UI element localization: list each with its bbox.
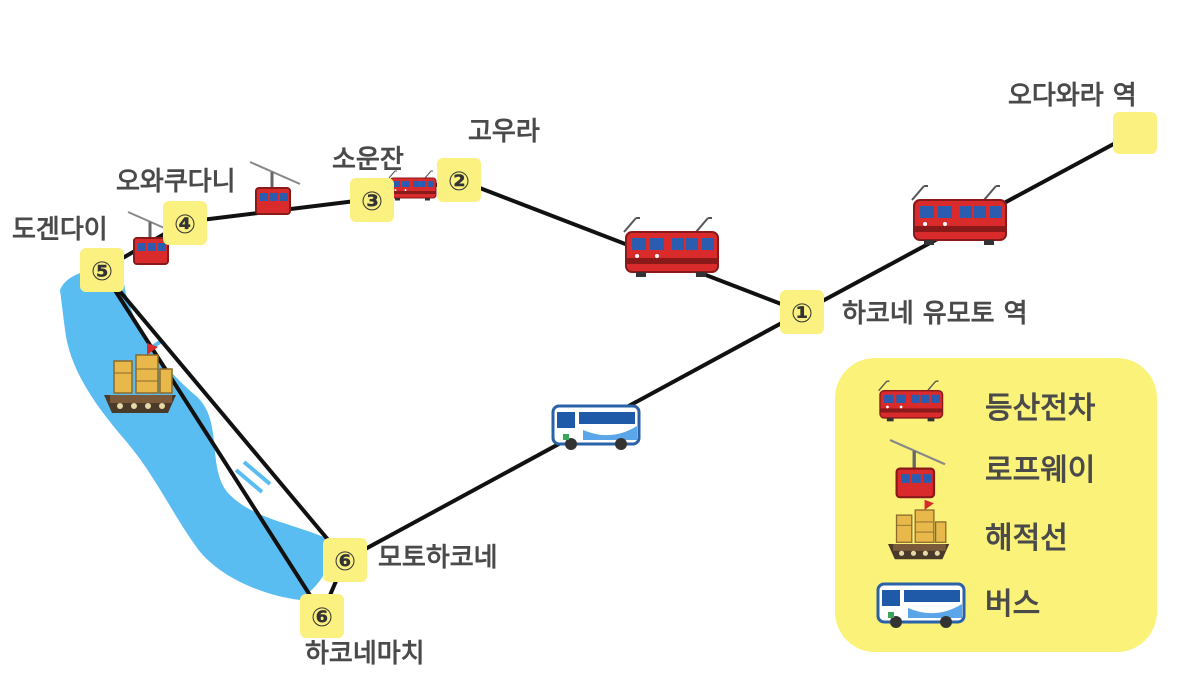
bus-icon [876,582,966,630]
station-togendai: ⑤ 도겐다이 [12,215,124,292]
station-number: ⑥ [311,603,333,633]
station-hakonemachi: ⑥ 하코네마치 [300,594,425,669]
legend-label: 등산전차 [985,391,1096,426]
lake-ashi [60,270,331,600]
station-owakudani: ④ 오와쿠다니 [116,167,236,245]
station-label: 모토하코네 [378,543,498,573]
route-togendai-hakonemachi [100,268,324,616]
station-number: ⑤ [91,257,113,287]
station-number: ① [791,299,813,329]
station-motohakone: ⑥ 모토하코네 [323,538,498,582]
mountain-train-icon [623,217,719,278]
station-label: 소운잔 [332,145,404,175]
station-sounzan: ③ 소운잔 [332,145,404,222]
station-marker [300,594,344,638]
station-marker [350,178,394,222]
station-number: ④ [174,210,196,240]
station-marker [780,290,824,334]
mountain-train-icon [388,170,437,201]
station-label: 고우라 [468,117,540,147]
legend-label: 로프웨이 [985,453,1095,488]
station-marker [437,158,481,202]
legend-label: 버스 [985,587,1040,622]
station-marker [80,248,124,292]
legend-box [835,358,1157,652]
station-yumoto: ① 하코네 유모토 역 [780,290,1028,334]
route-togendai-motohakone [100,268,347,562]
station-marker [323,538,367,582]
mountain-train-icon [911,185,1007,246]
station-label: 도겐다이 [12,215,108,245]
station-label: 하코네마치 [305,639,425,669]
ropeway-icon [248,160,302,216]
station-label: 오다와라 역 [1008,81,1137,111]
station-number: ⑥ [334,547,356,577]
legend: 등산전차 로프웨이 해적선 버스 [835,358,1157,652]
station-label: 하코네 유모토 역 [842,299,1028,329]
legend-label: 해적선 [985,521,1068,556]
station-number: ② [448,167,470,197]
station-marker [163,201,207,245]
station-marker [1113,112,1157,154]
bus-icon [551,404,641,452]
station-number: ③ [361,187,383,217]
station-gora: ② 고우라 [437,117,540,202]
station-odawara: 오다와라 역 [1008,81,1157,154]
station-label: 오와쿠다니 [116,167,236,197]
